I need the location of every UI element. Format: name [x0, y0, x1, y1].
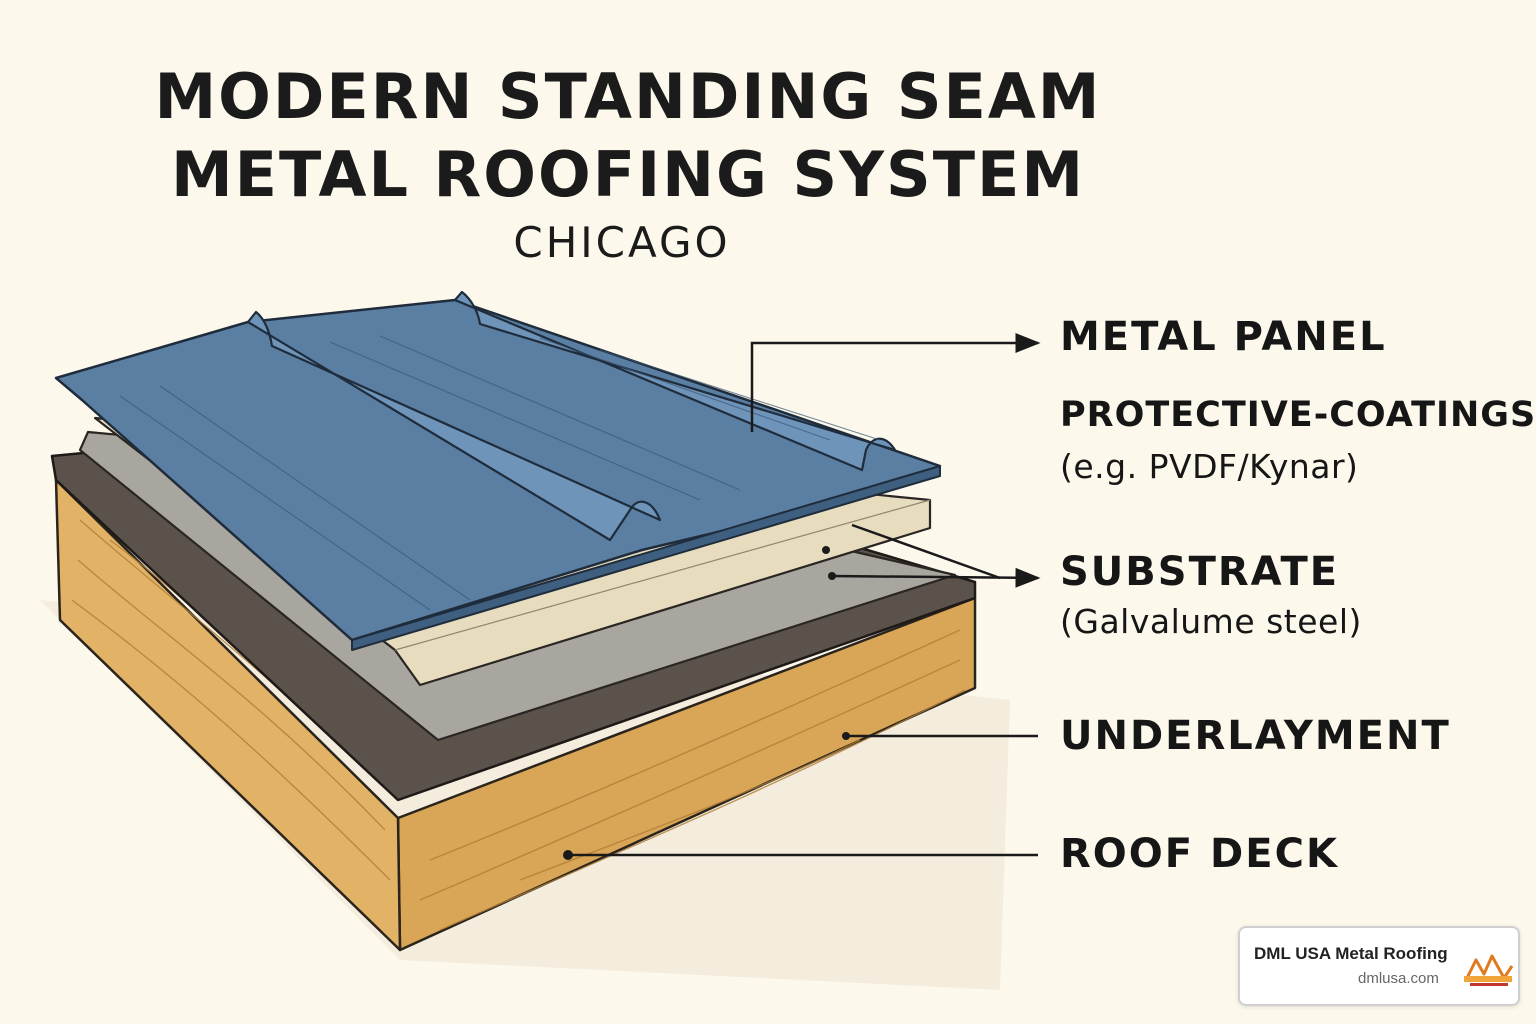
leader-dot-coating [822, 546, 830, 554]
label-underlayment: UNDERLAYMENT [1060, 713, 1451, 759]
leader-dot-substrate [828, 572, 836, 580]
leader-dot-underlayment [842, 732, 850, 740]
label-substrate-note: (Galvalume steel) [1060, 602, 1362, 641]
leader-lines [568, 333, 1041, 857]
label-protective-coatings-note: (e.g. PVDF/Kynar) [1060, 447, 1359, 486]
brand-url[interactable]: dmlusa.com [1358, 970, 1439, 987]
page-title: MODERN STANDING SEAM METAL ROOFING SYSTE… [0, 58, 1256, 214]
panel-texture [119, 335, 881, 611]
leader-substrate-tail [851, 523, 1001, 580]
page-subtitle: CHICAGO [513, 218, 731, 267]
metal-panel-layer [54, 290, 942, 651]
label-roof-deck: ROOF DECK [1060, 831, 1339, 877]
dml-usa-logo-icon [1464, 954, 1514, 986]
leader-metal-panel [750, 333, 1041, 432]
label-metal-panel: METAL PANEL [1060, 314, 1387, 360]
title-line-1: MODERN STANDING SEAM [154, 60, 1102, 133]
leader-dots [563, 546, 850, 860]
label-substrate: SUBSTRATE [1060, 549, 1340, 595]
roof-deck-layer [54, 478, 977, 952]
metal-panel-front-edge [351, 465, 941, 651]
leader-substrate [831, 567, 1041, 588]
leader-dot-roof-deck [563, 850, 573, 860]
label-protective-coatings: PROTECTIVE-COATINGS [1060, 395, 1536, 435]
title-line-2: METAL ROOFING SYSTEM [170, 138, 1086, 211]
standing-seam-rib-left [246, 310, 662, 542]
brand-badge[interactable]: DML USA Metal Roofing dmlusa.com [1238, 926, 1520, 1006]
brand-name: DML USA Metal Roofing [1254, 944, 1448, 963]
roof-deck-side-face [54, 478, 402, 952]
standing-seam-rib-right [453, 290, 897, 472]
